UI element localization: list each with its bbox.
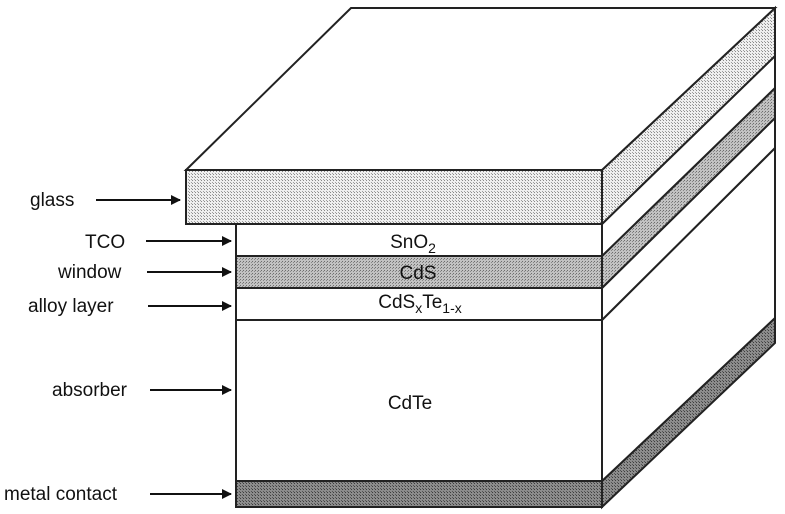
metal-contact-front-face	[235, 480, 603, 508]
absorber-material-label: CdTe	[388, 393, 432, 414]
metal-contact-label: metal contact	[4, 484, 118, 505]
alloy-front-face	[235, 287, 603, 321]
glass-label: glass	[30, 190, 74, 211]
tco-label: TCO	[85, 232, 125, 253]
glass-front-face	[185, 169, 603, 225]
alloy-material-label: CdSxTe1-x	[378, 292, 462, 316]
absorber-label: absorber	[52, 380, 128, 401]
absorber-front-face	[235, 319, 603, 482]
window-material-label: CdS	[400, 263, 437, 284]
tco-front-face	[235, 223, 603, 257]
alloy-layer-label: alloy layer	[28, 296, 114, 317]
tco-material-label: SnO2	[390, 232, 436, 256]
window-label: window	[57, 262, 122, 283]
